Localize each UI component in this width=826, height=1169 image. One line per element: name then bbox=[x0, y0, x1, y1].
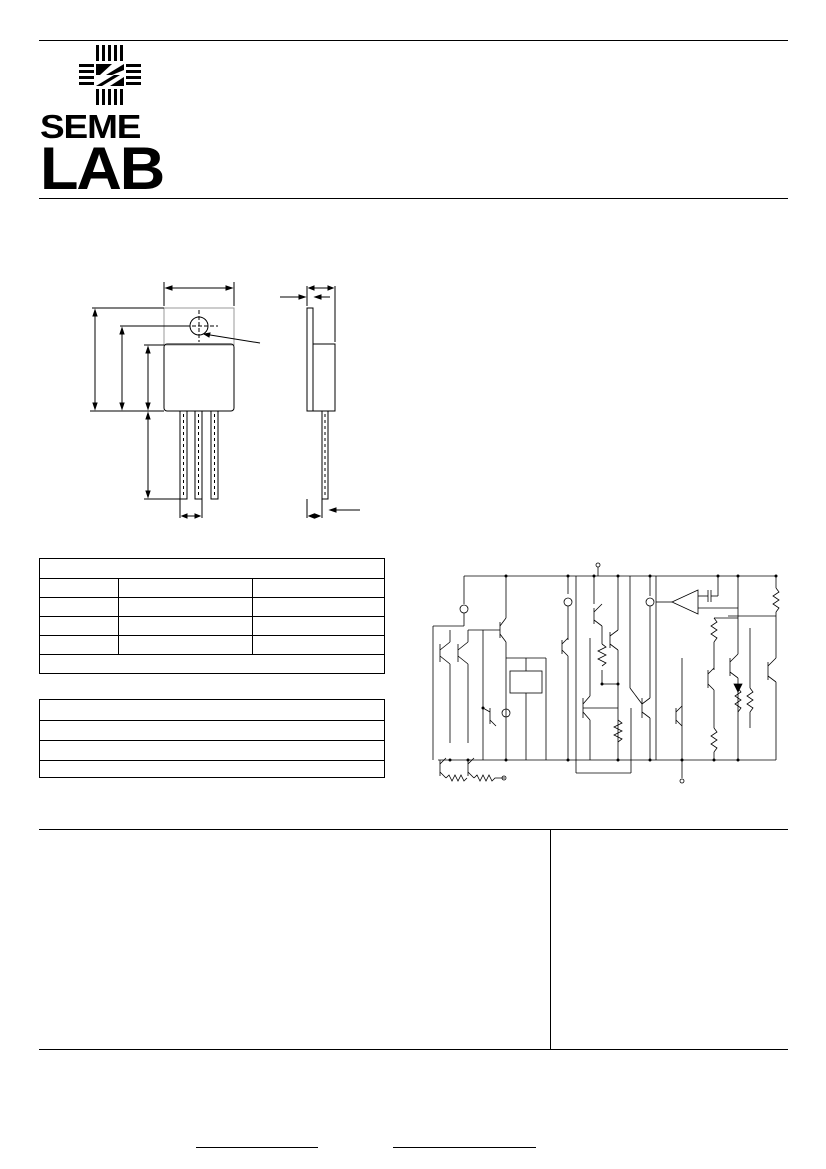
internal-schematic-diagram bbox=[432, 562, 780, 784]
section-divider bbox=[550, 829, 551, 1049]
section-top-rule bbox=[39, 829, 788, 830]
table-row bbox=[39, 578, 385, 598]
footer-line-left bbox=[196, 1147, 318, 1148]
table-row bbox=[39, 616, 385, 636]
table-row bbox=[39, 720, 385, 741]
table-row bbox=[39, 654, 385, 674]
logo-top-word: SEME bbox=[40, 108, 141, 145]
table-row bbox=[39, 760, 385, 778]
spec-table-2 bbox=[39, 699, 385, 778]
semelab-logo: SEME LAB bbox=[40, 44, 180, 199]
header-bottom-rule bbox=[39, 198, 788, 199]
footer-line-right bbox=[393, 1147, 536, 1148]
logo-emblem-icon bbox=[79, 45, 141, 105]
table-row bbox=[39, 635, 385, 655]
table-row bbox=[39, 740, 385, 761]
logo-bottom-word: LAB bbox=[40, 135, 165, 202]
spec-table-1 bbox=[39, 558, 385, 674]
package-outline-drawing bbox=[90, 282, 360, 519]
table-row bbox=[39, 558, 385, 579]
table-row bbox=[39, 699, 385, 721]
section-bottom-rule bbox=[39, 1049, 788, 1050]
table-row bbox=[39, 597, 385, 617]
header-top-rule bbox=[39, 40, 788, 41]
